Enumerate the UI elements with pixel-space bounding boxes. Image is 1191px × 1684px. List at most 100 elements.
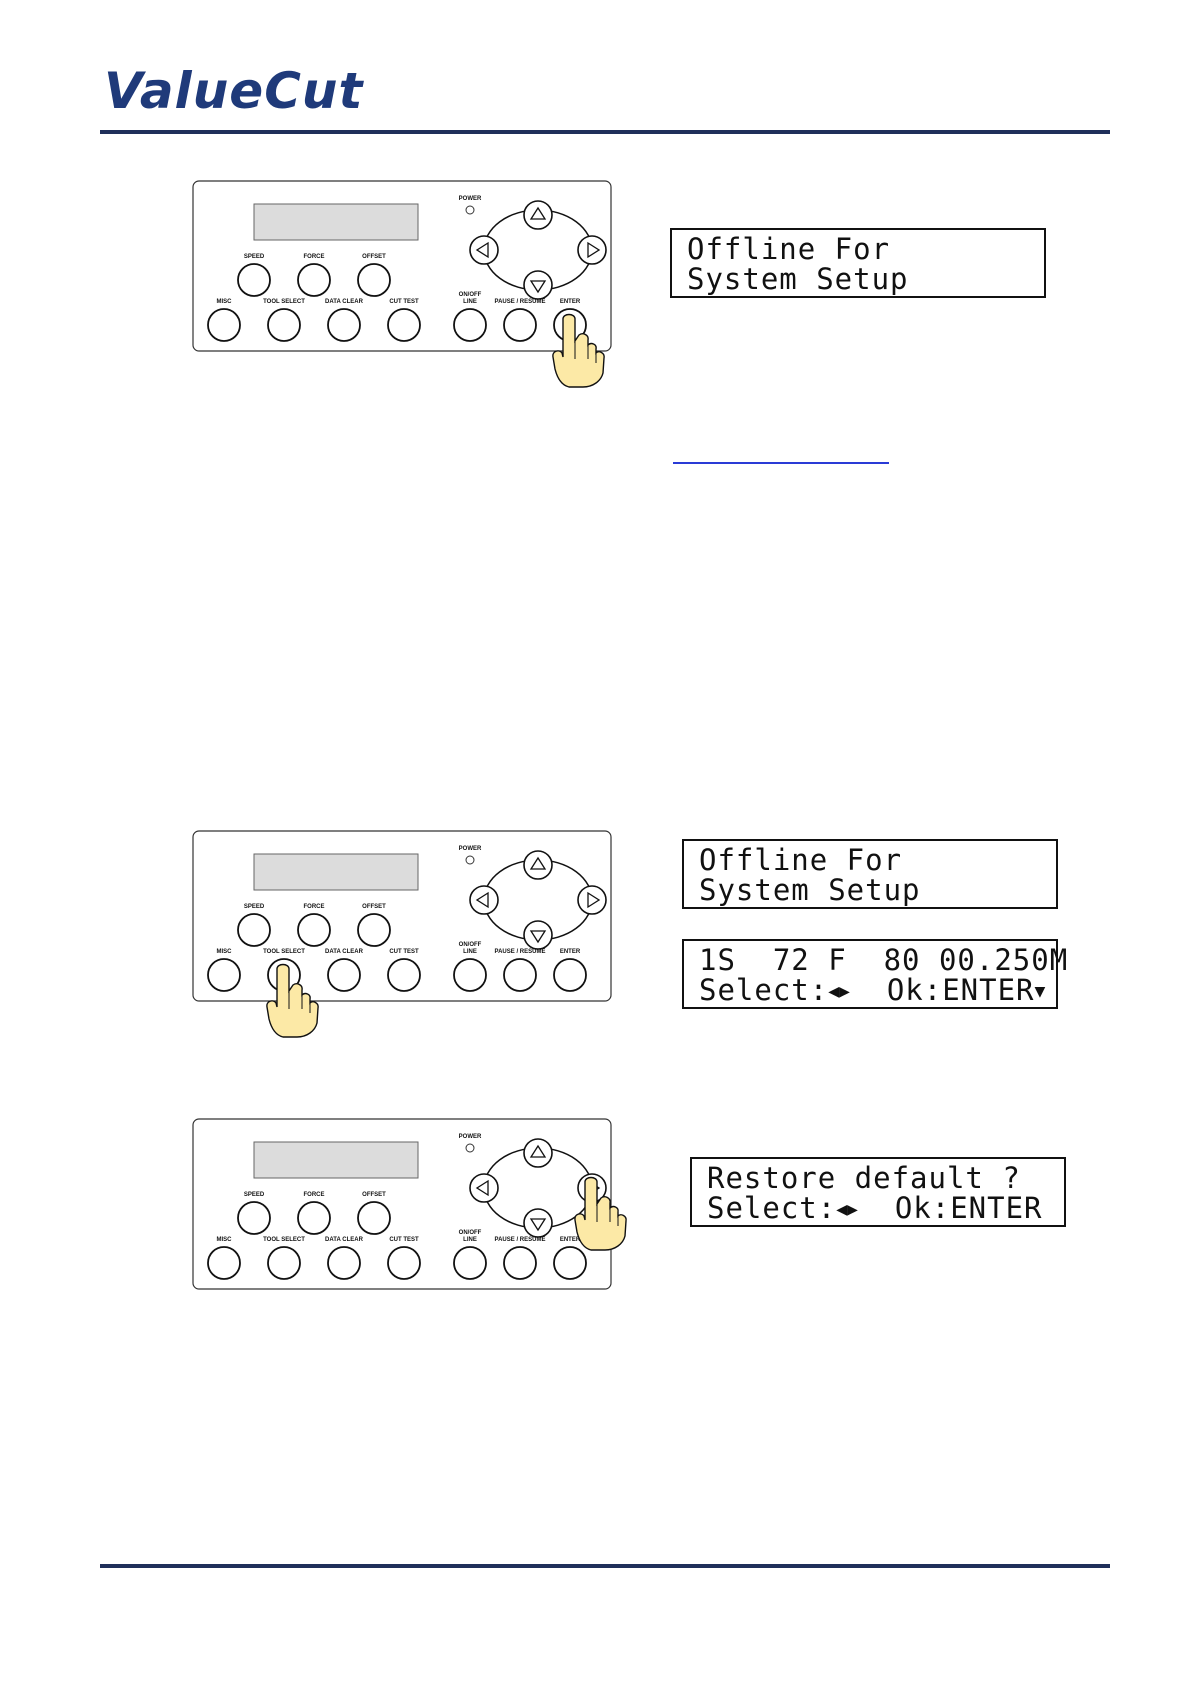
down-arrow-button[interactable] [523,1208,553,1238]
misc-label: MISC [217,949,233,955]
pressing-hand-icon [266,963,319,1038]
offset-button[interactable] [357,263,391,297]
lcd-line-2: System Setup [699,873,921,907]
online-label: ON/OFF [459,942,482,948]
pause-button[interactable] [503,1246,537,1280]
pause-button[interactable] [503,958,537,992]
force-button[interactable] [297,913,331,947]
online-button[interactable] [453,308,487,342]
up-arrow-button[interactable] [523,850,553,880]
speed-button[interactable] [237,1201,271,1235]
panel-lcd-window [253,1141,419,1179]
up-arrow-button[interactable] [523,200,553,230]
power-label: POWER [459,196,482,202]
panel-lcd-window [253,203,419,241]
online-label: LINE [463,299,477,305]
panel-lcd-window [253,853,419,891]
cut-test-button[interactable] [387,958,421,992]
logo-text: ValueCut [104,62,364,120]
left-arrow-button[interactable] [469,885,499,915]
right-arrow-icon [587,891,601,909]
data-clear-button[interactable] [327,308,361,342]
speed-label: SPEED [244,904,265,910]
data-clear-button[interactable] [327,958,361,992]
tool-select-label: TOOL SELECT [263,949,305,955]
cut-test-button[interactable] [387,1246,421,1280]
enter-button[interactable] [553,1246,587,1280]
offset-label: OFFSET [362,904,386,910]
misc-button[interactable] [207,1246,241,1280]
power-label: POWER [459,1134,482,1140]
enter-label: ENTER [560,1237,581,1243]
offset-button[interactable] [357,913,391,947]
select-text: Select: [707,1191,837,1225]
power-label: POWER [459,846,482,852]
hyperlink-underline[interactable] [673,462,889,464]
cut-test-button[interactable] [387,308,421,342]
pause-button[interactable] [503,308,537,342]
force-button[interactable] [297,263,331,297]
select-text: Select: [699,973,829,1007]
ok-enter-text: Ok:ENTER [857,1191,1043,1225]
cut-test-label: CUT TEST [389,949,419,955]
power-led [465,855,475,865]
data-clear-button[interactable] [327,1246,361,1280]
online-button[interactable] [453,1246,487,1280]
force-label: FORCE [304,254,325,260]
down-arrow-icon: ▼ [1034,981,1046,1002]
left-arrow-button[interactable] [469,1173,499,1203]
misc-button[interactable] [207,958,241,992]
enter-button[interactable] [553,958,587,992]
speed-button[interactable] [237,913,271,947]
lcd-line-2: System Setup [687,262,909,296]
left-arrow-button[interactable] [469,235,499,265]
enter-label: ENTER [560,299,581,305]
offset-button[interactable] [357,1201,391,1235]
down-arrow-icon [529,280,547,294]
power-led [465,1143,475,1153]
up-arrow-icon [529,206,547,220]
force-label: FORCE [304,1192,325,1198]
right-arrow-button[interactable] [577,235,607,265]
lcd-line-1: Restore default ? [707,1161,1021,1195]
force-button[interactable] [297,1201,331,1235]
header-rule [100,130,1110,134]
down-arrow-button[interactable] [523,270,553,300]
down-arrow-icon [529,1218,547,1232]
up-arrow-button[interactable] [523,1138,553,1168]
pressing-hand-icon [552,313,605,388]
online-label: ON/OFF [459,292,482,298]
cut-test-label: CUT TEST [389,1237,419,1243]
lcd-line-1: 1S 72 F 80 00.250M [699,943,1069,977]
tool-select-button[interactable] [267,308,301,342]
left-right-arrows-icon: ◀▶ [836,1199,858,1220]
online-button[interactable] [453,958,487,992]
misc-label: MISC [217,299,233,305]
right-arrow-icon [587,241,601,259]
enter-label: ENTER [560,949,581,955]
data-clear-label: DATA CLEAR [325,1237,364,1243]
misc-button[interactable] [207,308,241,342]
left-arrow-icon [475,1179,489,1197]
lcd-line-2: Select:◀▶ Ok:ENTER [707,1193,1064,1225]
left-right-arrows-icon: ◀▶ [828,981,850,1002]
power-led [465,205,475,215]
lcd-display-1: Offline For System Setup [670,228,1046,298]
tool-select-button[interactable] [267,1246,301,1280]
down-arrow-button[interactable] [523,920,553,950]
data-clear-label: DATA CLEAR [325,299,364,305]
valuecut-logo: ValueCut [104,62,364,120]
speed-label: SPEED [244,254,265,260]
right-arrow-button[interactable] [577,885,607,915]
offset-label: OFFSET [362,1192,386,1198]
speed-label: SPEED [244,1192,265,1198]
cut-test-label: CUT TEST [389,299,419,305]
online-label: LINE [463,949,477,955]
speed-button[interactable] [237,263,271,297]
offset-label: OFFSET [362,254,386,260]
